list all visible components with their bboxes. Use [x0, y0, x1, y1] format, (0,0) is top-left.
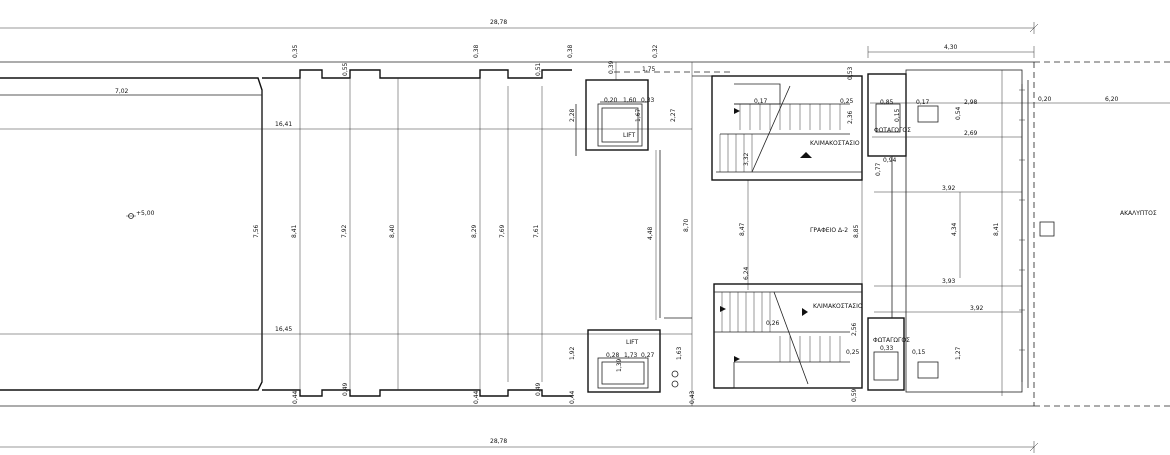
vdim-1: 7,56 — [253, 224, 260, 238]
light-lower-b: 3,92 — [970, 305, 984, 312]
overall-dimension-bottom: 28,78 — [0, 438, 1039, 453]
lift-bottom-b: 1,73 — [624, 352, 638, 359]
lift-bottom-label: LIFT — [626, 339, 638, 346]
vdim-12: 4,34 — [951, 222, 958, 236]
lift-top-height: 1,67 — [635, 108, 642, 122]
vdim-11: 8,85 — [853, 224, 860, 238]
light-top-label: ΦΩΤΑΓΩΓΟΣ — [874, 127, 911, 134]
light-lower-row: 3,93 — [942, 278, 956, 285]
top-tick-7: 0,32 — [652, 44, 659, 58]
vdim-10: 8,47 — [739, 222, 746, 236]
bottom-tick-3: 0,44 — [473, 390, 480, 404]
overall-dimension-top-label: 28,78 — [490, 19, 507, 26]
bottom-tick-2: 0,49 — [342, 382, 349, 396]
long-dimension-top: 16,41 — [0, 121, 692, 130]
right-offset-label: 6,20 — [1105, 96, 1119, 103]
level-mark: +5,00 — [126, 210, 155, 219]
stair-top: 0,17 0,25 2,36 3,32 ΚΛΙΜΑΚΟΣΤΑΣΙΟ — [711, 75, 863, 181]
bottom-tick-4: 0,49 — [535, 382, 542, 396]
stair-bottom-b: 0,25 — [846, 349, 860, 356]
top-tick-6: 0,39 — [608, 60, 615, 74]
light-top-row: 2,69 — [964, 130, 978, 137]
level-mark-label: +5,00 — [136, 210, 155, 217]
light-top-e: 0,54 — [955, 106, 962, 120]
lift-bottom-c: 0,27 — [641, 352, 655, 359]
stair-bottom-a: 0,26 — [766, 320, 780, 327]
vdim-6: 7,69 — [499, 224, 506, 238]
light-top-f: 0,77 — [875, 162, 882, 176]
long-dimension-top-label: 16,41 — [275, 121, 292, 128]
bottom-tick-6: 0,43 — [689, 390, 696, 404]
lift-bottom-left: 1,92 — [569, 346, 576, 360]
stair-top-height: 2,36 — [847, 110, 854, 124]
vdim-3: 7,92 — [341, 224, 348, 238]
stair-bottom-label: ΚΛΙΜΑΚΟΣΤΑΣΙΟ — [813, 303, 863, 310]
right-wall-windows — [1019, 84, 1025, 382]
vdim-9: 8,70 — [683, 218, 690, 232]
window-tag — [1039, 221, 1055, 237]
light-well-top: 0,85 0,17 2,98 0,15 0,54 0,77 2,69 0,94 … — [867, 73, 978, 176]
top-tick-5: 0,38 — [567, 44, 574, 58]
lift-top-a: 0,20 — [604, 97, 618, 104]
light-top-d: 0,15 — [894, 108, 901, 122]
lift-bottom-a: 0,28 — [606, 352, 620, 359]
top-tick-3: 0,38 — [473, 44, 480, 58]
light-bottom-b: 0,15 — [912, 349, 926, 356]
vdim-8: 4,48 — [647, 226, 654, 240]
light-well-bottom: 0,33 0,15 1,27 ΦΩΤΑΓΩΓΟΣ — [867, 317, 962, 391]
lift-top-b: 1,60 — [623, 97, 637, 104]
right-width-label: 4,30 — [944, 44, 958, 51]
top-tick-2: 0,55 — [342, 62, 349, 76]
stair-top-a: 0,17 — [754, 98, 768, 105]
bottom-tick-1: 0,44 — [292, 390, 299, 404]
vdim-4: 8,40 — [389, 224, 396, 238]
vdim-7: 7,61 — [533, 224, 540, 238]
light-bottom-height: 1,27 — [955, 346, 962, 360]
lift-bottom: 0,28 1,73 0,27 1,39 1,92 1,63 LIFT — [569, 329, 683, 393]
stair-bottom-height: 2,56 — [851, 322, 858, 336]
lift-top-c: 0,33 — [641, 97, 655, 104]
vertical-dimensions: 7,56 8,41 7,92 8,40 8,29 7,69 7,61 4,48 … — [253, 62, 1003, 406]
light-bottom-a: 0,33 — [880, 345, 894, 352]
vdim-13: 8,41 — [993, 222, 1000, 236]
lift-top: 1,75 0,20 1,60 0,33 1,67 2,27 2,28 LIFT — [569, 62, 730, 156]
lift-bottom-height: 1,39 — [616, 358, 623, 372]
top-tick-1: 0,35 — [292, 44, 299, 58]
bottom-tick-7: 0,59 — [851, 388, 858, 402]
office-label: ΓΡΑΦΕΙΟ Δ-2 — [810, 227, 848, 234]
light-top-small: 0,94 — [883, 157, 897, 164]
top-tick-dimensions: 0,35 0,55 0,38 0,51 0,38 0,39 0,32 0,53 — [292, 44, 854, 80]
light-mid-row: 3,92 — [942, 185, 956, 192]
stair-mid: 6,24 — [743, 266, 750, 280]
bottom-tick-5: 0,44 — [569, 390, 576, 404]
stair-bottom: 6,24 0,26 0,25 2,56 ΚΛΙΜΑΚΟΣΤΑΣΙΟ — [713, 266, 863, 389]
overall-dimension-bottom-label: 28,78 — [490, 438, 507, 445]
vdim-5: 8,29 — [471, 224, 478, 238]
lift-top-right: 2,27 — [670, 108, 677, 122]
light-top-c: 2,98 — [964, 99, 978, 106]
lift-top-label: LIFT — [623, 132, 635, 139]
stair-top-vertical: 3,32 — [743, 152, 750, 166]
bottom-tick-dimensions: 0,44 0,49 0,44 0,49 0,44 0,43 0,59 — [292, 382, 858, 404]
left-run-label: 7,02 — [115, 88, 129, 95]
long-dimension-bottom-label: 16,45 — [275, 326, 292, 333]
top-tick-4: 0,51 — [535, 62, 542, 76]
lift-top-left: 2,28 — [569, 108, 576, 122]
open-space-label: ΑΚΑΛΥΠΤΟΣ — [1120, 210, 1157, 217]
light-bottom-label: ΦΩΤΑΓΩΓΟΣ — [873, 337, 910, 344]
light-top-b: 0,17 — [916, 99, 930, 106]
lift-top-width: 1,75 — [642, 66, 656, 73]
stair-top-b: 0,25 — [840, 98, 854, 105]
vdim-2: 8,41 — [291, 224, 298, 238]
side-offset-label: 0,20 — [1038, 96, 1052, 103]
stair-top-label: ΚΛΙΜΑΚΟΣΤΑΣΙΟ — [810, 140, 860, 147]
right-width-dimension: 4,30 — [867, 44, 1035, 58]
light-top-a: 0,85 — [880, 99, 894, 106]
left-facade-wall: 7,02 — [0, 69, 572, 397]
long-dimension-bottom: 16,45 — [0, 326, 692, 335]
lift-bottom-right: 1,63 — [676, 346, 683, 360]
overall-dimension-top: 28,78 — [0, 19, 1039, 34]
top-tick-8: 0,53 — [847, 66, 854, 80]
